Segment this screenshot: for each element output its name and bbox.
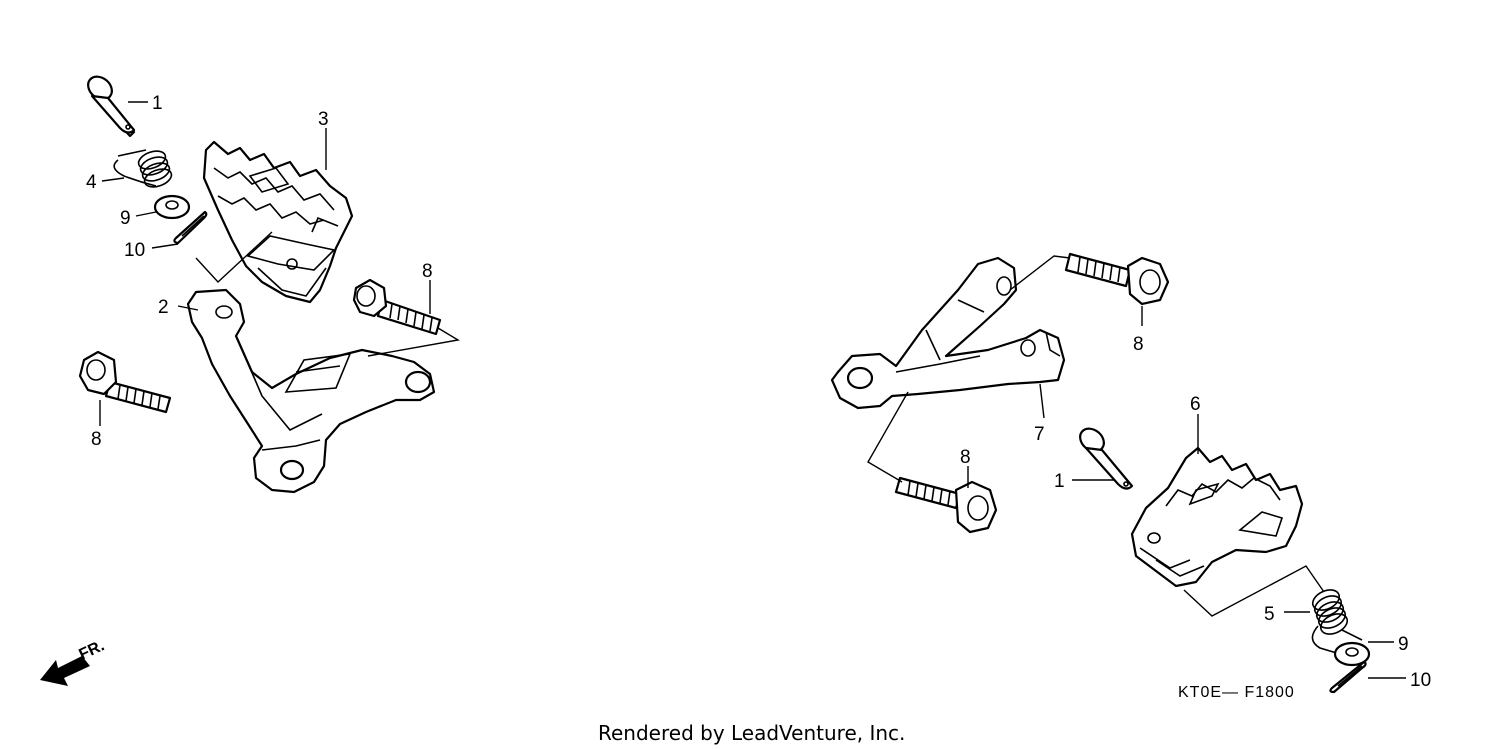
left-footpeg-assembly: 1 4 9 10 [78, 75, 460, 494]
left-bolt-lower [78, 350, 172, 414]
callout-right-bracket: 7 [1034, 424, 1045, 445]
left-footpeg-bracket [186, 288, 436, 494]
callout-left-washer: 9 [120, 208, 131, 229]
credit-line: Rendered by LeadVenture, Inc. [598, 721, 905, 745]
left-cotter-pin [173, 210, 208, 245]
left-washer [153, 194, 191, 220]
right-washer [1333, 641, 1371, 667]
callout-left-cotter: 10 [124, 240, 145, 261]
right-footpeg-assembly: 7 8 8 1 [830, 252, 1431, 694]
right-return-spring [1311, 589, 1363, 655]
right-bolt-lower [894, 476, 998, 534]
callout-right-bolt-lower: 8 [960, 447, 971, 468]
callout-right-cotter: 10 [1410, 670, 1431, 691]
right-pivot-pin [1079, 427, 1134, 490]
diagram-code: KT0E— F1800 [1178, 684, 1295, 701]
right-bolt-upper [1064, 252, 1170, 306]
callout-right-peg: 6 [1190, 394, 1201, 415]
callout-right-bolt-upper: 8 [1133, 334, 1144, 355]
callout-left-bolt-lower: 8 [91, 429, 102, 450]
front-direction-label: FR. [77, 637, 108, 663]
left-return-spring [113, 149, 173, 188]
callout-right-pin: 1 [1054, 471, 1065, 492]
callout-left-bolt-upper: 8 [422, 261, 433, 282]
left-pivot-pin [87, 75, 136, 138]
callout-right-washer: 9 [1398, 634, 1409, 655]
right-footpeg [1130, 446, 1304, 588]
left-bolt-upper [352, 278, 442, 336]
callout-left-spring: 4 [86, 172, 97, 193]
front-direction-indicator: FR. [40, 637, 107, 686]
callout-right-spring: 5 [1264, 604, 1275, 625]
callout-left-pin: 1 [152, 93, 163, 114]
callout-left-bracket: 2 [158, 297, 169, 318]
callout-left-peg: 3 [318, 109, 329, 130]
front-arrow-icon [40, 656, 90, 686]
left-footpeg [202, 140, 354, 304]
right-footpeg-bracket [830, 256, 1066, 410]
right-cotter-pin [1329, 660, 1367, 694]
